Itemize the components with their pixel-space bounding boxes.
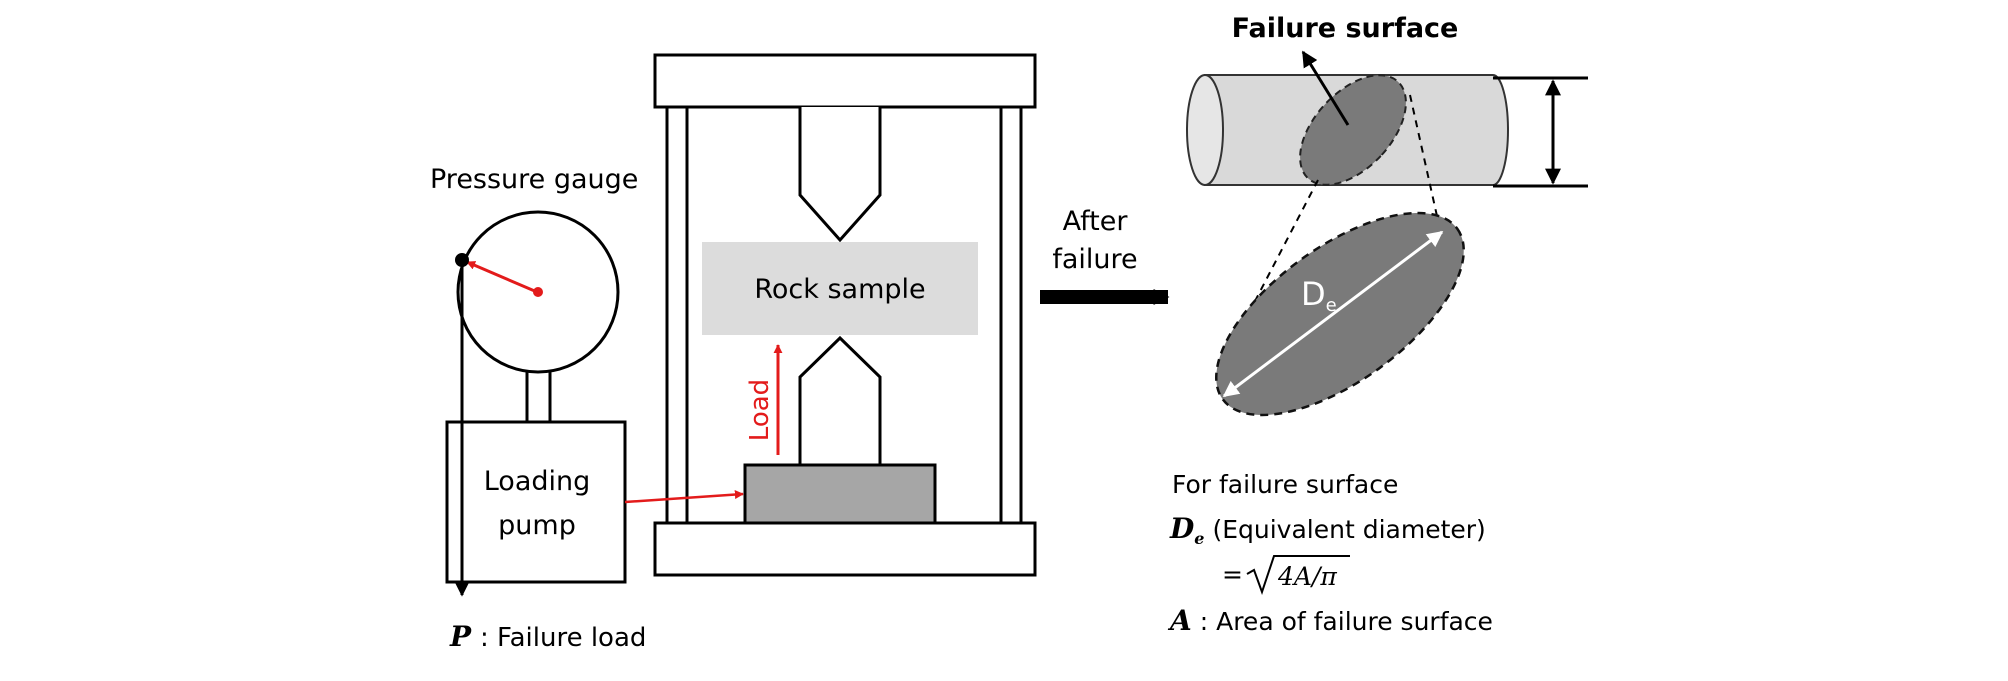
failure-surface-pointer [1301,50,1350,126]
formula-equals: = [1222,560,1243,589]
load-label: Load [745,379,775,441]
loading-platen [743,463,937,525]
de-label: De [1301,275,1337,316]
cylinder-end-face [1186,74,1224,186]
enlarged-failure-surface [1215,211,1465,417]
sqrt-expression: 4A/π [1277,562,1337,591]
pump-label-line2: pump [498,510,576,541]
frame-top-beam [653,53,1037,109]
a-definition: A: Area of failure surface [1167,604,1493,637]
failure-load-symbol: P [449,620,472,653]
sqrt-sign [1246,555,1350,596]
failure-surface [1299,74,1407,186]
upper-indenter [798,107,882,243]
lower-indenter [798,335,882,465]
frame-right-column [999,105,1023,525]
gauge-pivot [533,287,543,297]
gauge-needle [466,260,538,294]
after-failure-line1: After [1063,206,1129,237]
loading-pump [445,420,627,584]
pump-to-platen-arrow [624,490,744,504]
frame-bottom-beam [653,521,1037,577]
after-failure-line2: failure [1052,244,1137,275]
rock-sample: Rock sample [702,242,978,335]
formula-heading: For failure surface [1172,470,1398,499]
rock-sample-label: Rock sample [754,274,925,305]
pump-label-line1: Loading [484,466,591,497]
failure-ellipse-enlarged: De [1215,211,1465,417]
diameter-dimension [1493,76,1588,188]
failure-load-legend: P : Failure load [449,620,646,653]
equivalent-diameter-arrow [1222,230,1444,398]
frame-left-column [665,105,689,525]
gauge-connector [525,372,552,422]
loading-frame [653,53,1037,577]
load-indicator: Load [745,344,783,455]
cylinder [1186,74,1509,186]
pressure-gauge [455,210,620,374]
formula-block: For failure surface De(Equivalent diamet… [1167,470,1493,637]
failure-surface-label: Failure surface [1232,13,1459,44]
rock-sample-block [702,242,978,335]
de-definition: De(Equivalent diameter) [1169,512,1486,548]
failure-load-text: : Failure load [480,623,646,653]
pressure-gauge-label: Pressure gauge [430,164,638,195]
